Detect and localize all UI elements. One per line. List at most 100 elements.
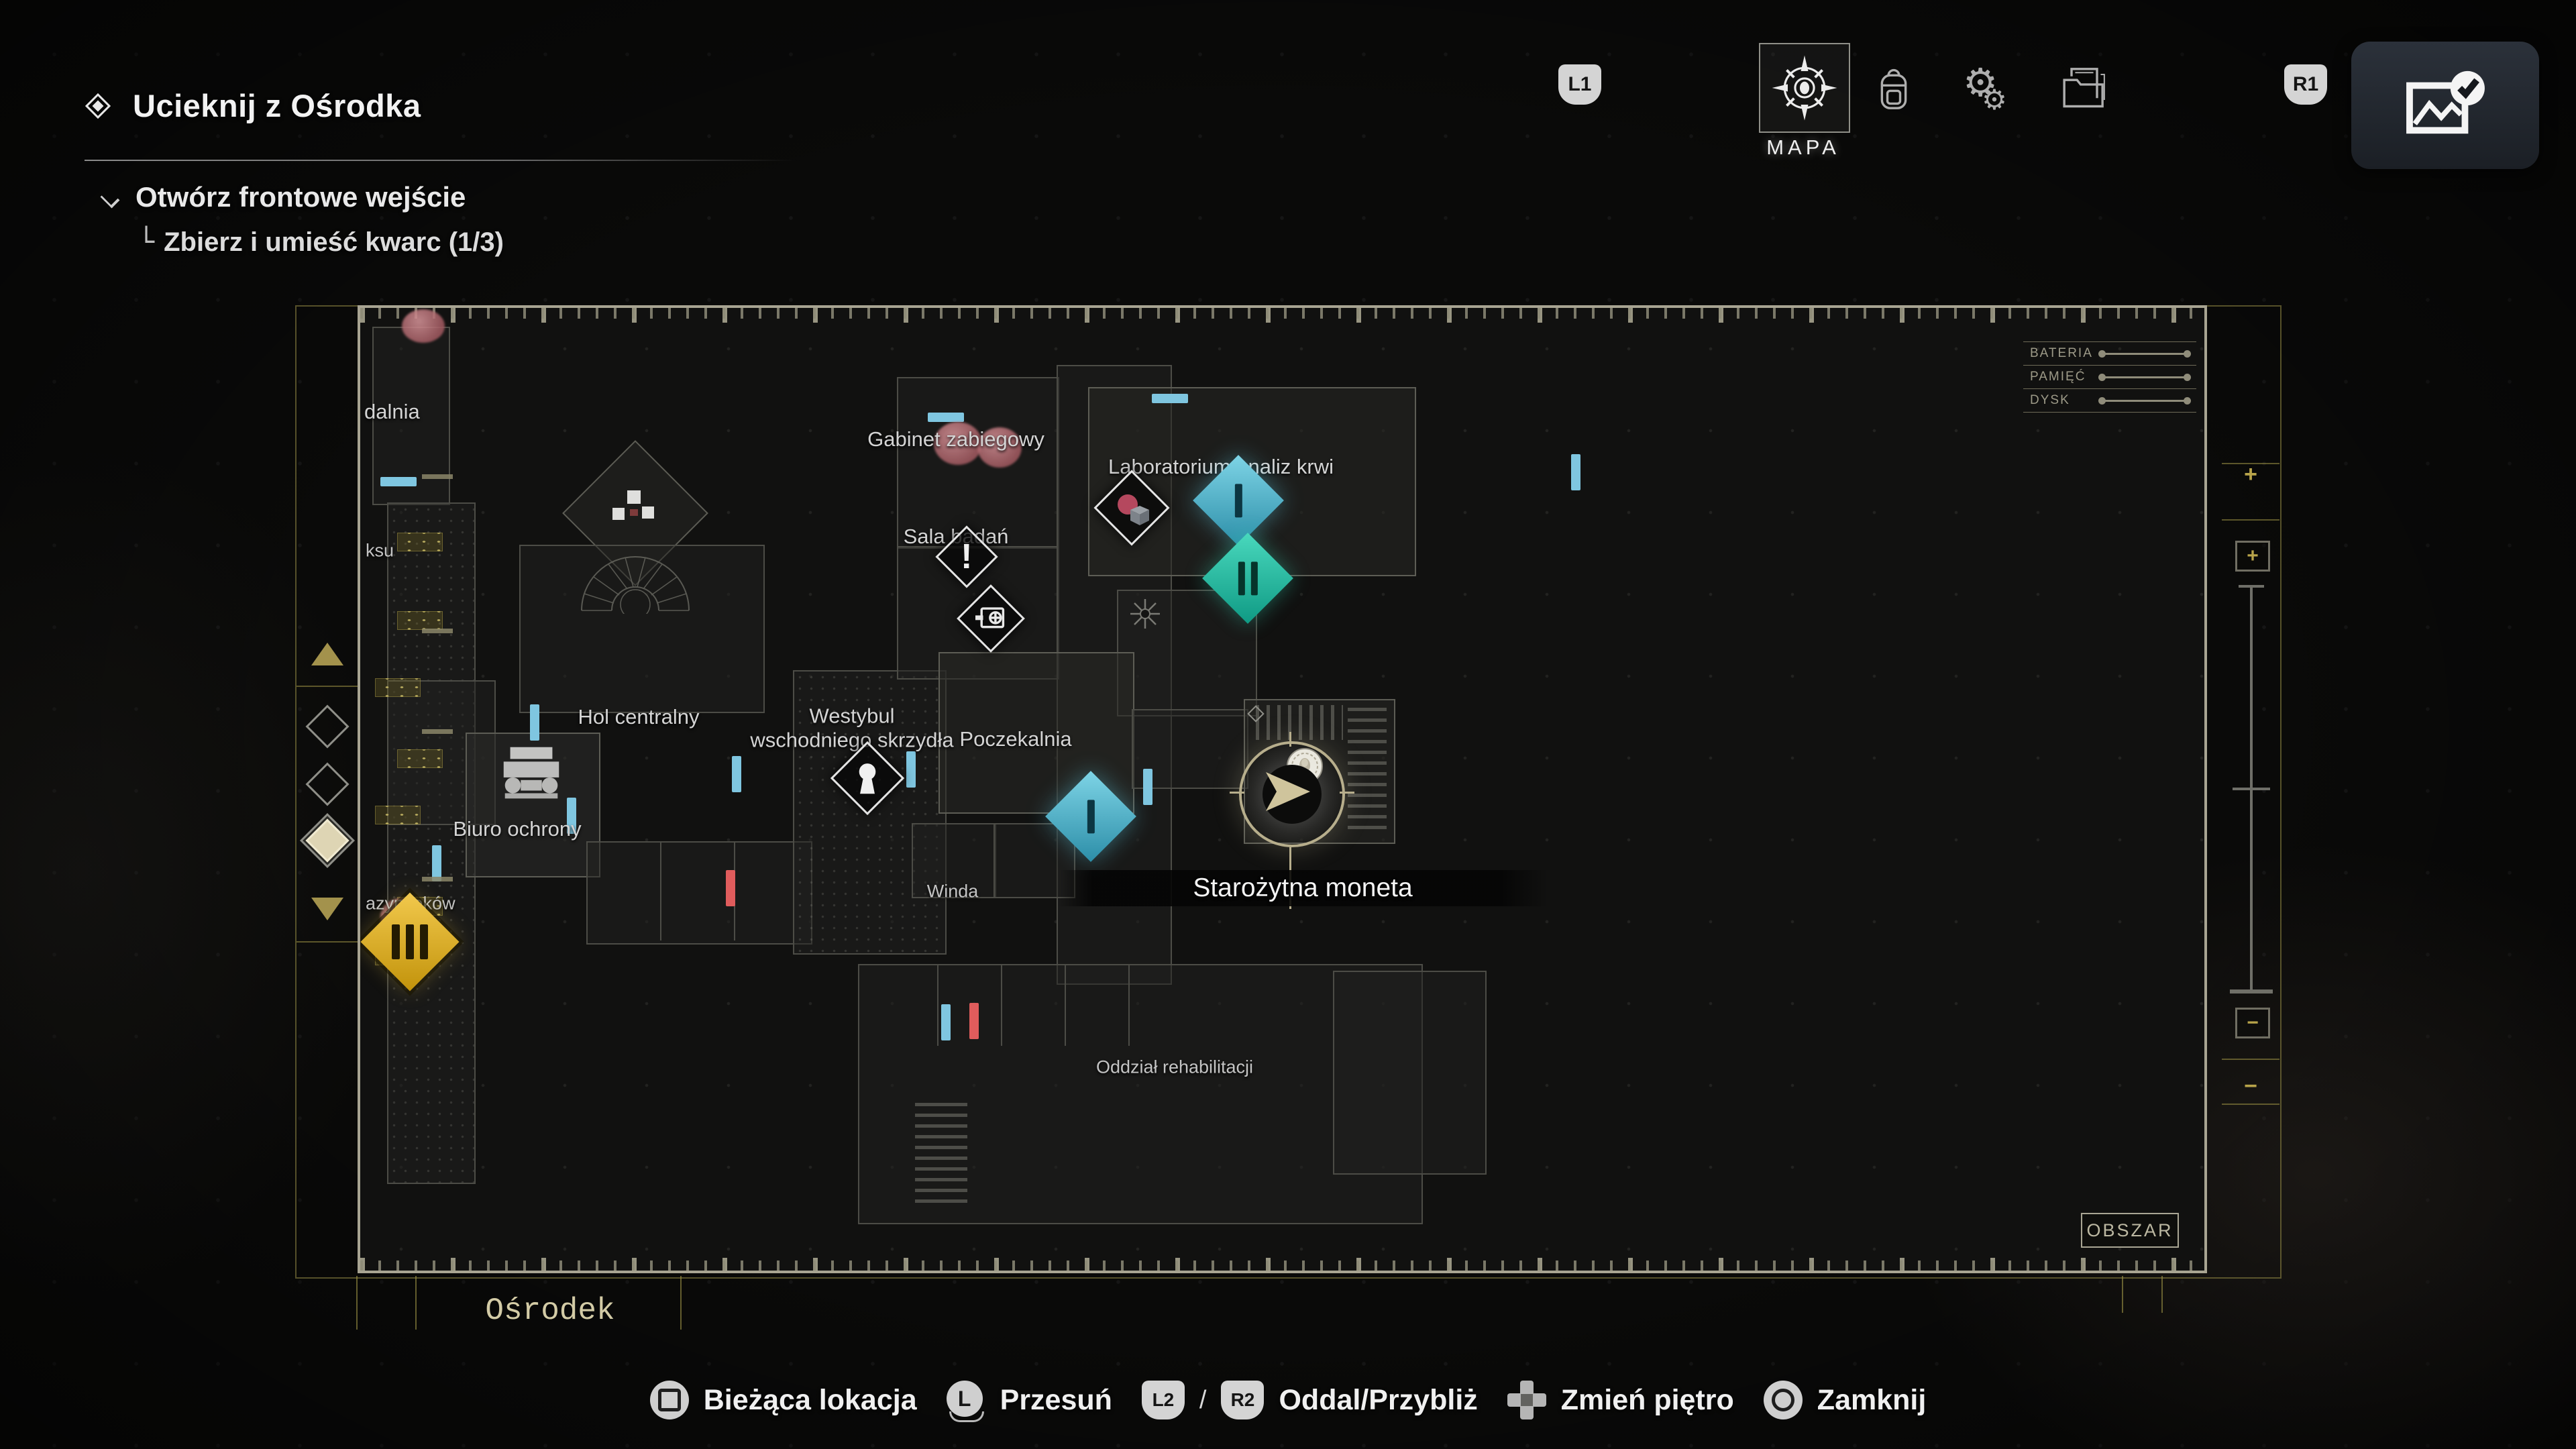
- room-winda: [912, 823, 996, 898]
- wall: [937, 965, 938, 1046]
- floor-item-1[interactable]: [297, 762, 358, 806]
- map-legend: BATERIA PAMIĘĆ DYSK: [2023, 341, 2196, 413]
- r2-trigger-badge: R2: [1221, 1381, 1265, 1419]
- frame-tick: [2122, 1276, 2123, 1313]
- zoom-in-button[interactable]: +: [2235, 541, 2270, 572]
- map-viewport[interactable]: dalnia ksu azyn leków Gabinet zabiegowy …: [358, 305, 2207, 1273]
- legend-row: BATERIA: [2023, 342, 2196, 366]
- typewriter-icon: [503, 747, 559, 799]
- zoom-strip-separator: [2222, 1104, 2279, 1105]
- hint-change-floor: Zmień piętro: [1507, 1381, 1734, 1419]
- door-marker: [567, 798, 576, 834]
- tab-map-label[interactable]: MAPA: [1766, 136, 1840, 159]
- legend-meter: [2098, 373, 2191, 381]
- quest-objective: Otwórz frontowe wejście: [136, 181, 466, 213]
- wall: [1001, 965, 1002, 1046]
- marker-keyhole: [830, 741, 905, 816]
- item-cache-badge: [397, 749, 443, 768]
- compass-map-icon: [1771, 54, 1838, 121]
- door-marker: [1152, 394, 1188, 403]
- tab-crafting-gears-icon[interactable]: ⚙ ⚙: [1963, 60, 2007, 116]
- frame-tick: [415, 1276, 417, 1330]
- floor-separator: [297, 941, 358, 943]
- door-marker: [1143, 769, 1152, 805]
- door-marker: [1571, 454, 1580, 490]
- room-rehab-east: [1333, 971, 1487, 1175]
- square-button-icon: [649, 1381, 689, 1419]
- marker-items: [1093, 470, 1170, 546]
- stairs: [1348, 708, 1387, 835]
- quest-divider: [85, 160, 796, 161]
- objective-diamond-icon: [80, 89, 115, 123]
- door-marker: [906, 751, 916, 788]
- zoom-slider-bottom-cap: [2230, 989, 2273, 994]
- l1-shoulder-badge[interactable]: L1: [1558, 64, 1601, 105]
- hint-current-location: Bieżąca lokacja: [649, 1381, 917, 1419]
- r1-shoulder-badge[interactable]: R1: [2284, 64, 2327, 105]
- infestation-blob: [402, 309, 445, 343]
- frame-tick: [680, 1276, 682, 1330]
- player-location-ring: [1230, 732, 1354, 909]
- infestation-blob: [934, 422, 982, 465]
- door-marker: [928, 413, 964, 422]
- item-cache-badge: [397, 611, 443, 630]
- room-south-offices: [586, 841, 812, 945]
- zoom-strip-separator: [2222, 519, 2279, 521]
- chevron-down-icon[interactable]: [99, 191, 122, 204]
- fan-icon: [1130, 599, 1160, 629]
- sub-objective-branch: └: [138, 227, 155, 258]
- door-marker: [732, 756, 741, 792]
- floor-up-button[interactable]: [297, 643, 358, 665]
- map-dash: [422, 474, 453, 479]
- tab-map-selected-frame[interactable]: [1759, 43, 1850, 133]
- door-marker-red: [969, 1003, 979, 1039]
- quest-panel: Ucieknij z Ośrodka Otwórz frontowe wejśc…: [80, 87, 885, 258]
- zoom-minus-small: −: [2244, 1073, 2257, 1099]
- room-hol-centralny: [519, 545, 765, 713]
- wall: [1128, 965, 1130, 1046]
- quest-title: Ucieknij z Ośrodka: [133, 88, 421, 123]
- records-journal-card[interactable]: [2351, 42, 2539, 169]
- map-item-tooltip: Starożytna moneta: [1058, 870, 1548, 906]
- legend-label: PAMIĘĆ: [2030, 370, 2086, 384]
- floor-item-current[interactable]: [297, 818, 358, 863]
- control-hints-bar: Bieżąca lokacja L Przesuń L2 / R2 Oddal/…: [0, 1381, 2576, 1422]
- door-marker: [380, 477, 417, 486]
- floor-down-button[interactable]: [297, 898, 358, 920]
- vault-contents: [612, 490, 654, 520]
- quest-subobjective: Zbierz i umieść kwarc (1/3): [164, 227, 504, 257]
- legend-label: BATERIA: [2030, 346, 2093, 360]
- tab-files-folder-icon[interactable]: [2056, 63, 2112, 111]
- floor-separator: [297, 686, 358, 687]
- separator: /: [1199, 1385, 1207, 1414]
- floor-item-2[interactable]: [297, 704, 358, 749]
- legend-meter: [2098, 396, 2191, 405]
- player-arrow: [1266, 772, 1310, 811]
- zoom-slider-handle[interactable]: [2233, 788, 2270, 790]
- wall: [1065, 965, 1066, 1046]
- legend-row: DYSK: [2023, 389, 2196, 413]
- door-marker-red: [726, 870, 735, 906]
- map-dash: [422, 729, 453, 734]
- hint-pan: L Przesuń: [946, 1381, 1112, 1422]
- zoom-out-button[interactable]: −: [2235, 1008, 2270, 1038]
- left-stick-icon: L: [946, 1381, 985, 1422]
- spiral-staircase: [581, 556, 690, 614]
- l2-trigger-badge: L2: [1141, 1381, 1185, 1419]
- marker-safe: [957, 584, 1025, 653]
- door-marker: [432, 845, 441, 881]
- item-cache-badge: [397, 533, 443, 551]
- zoom-strip-separator: [2222, 463, 2279, 464]
- room-utility: [1117, 590, 1257, 716]
- area-name: Ośrodek: [485, 1293, 615, 1328]
- hint-zoom: L2 / R2 Oddal/Przybliż: [1141, 1381, 1478, 1419]
- dpad-icon: [1507, 1381, 1546, 1419]
- map-dash: [422, 629, 453, 633]
- legend-label: DYSK: [2030, 393, 2070, 407]
- area-button[interactable]: OBSZAR: [2081, 1213, 2179, 1248]
- item-cache-badge: [375, 678, 421, 697]
- tab-inventory-backpack-icon[interactable]: [1868, 60, 1919, 114]
- stairs: [915, 1103, 967, 1207]
- legend-row: PAMIĘĆ: [2023, 366, 2196, 389]
